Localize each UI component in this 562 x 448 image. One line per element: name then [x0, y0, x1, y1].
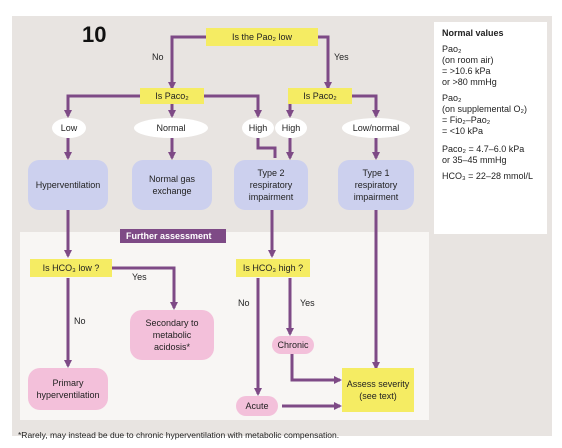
box-primary-hyperventilation: Primary hyperventilation	[28, 368, 108, 410]
edge-high-type2-a	[256, 138, 277, 158]
box-hyperventilation: Hyperventilation	[28, 160, 108, 210]
label-no-hco3-low: No	[74, 316, 86, 326]
legend-line-2: (on room air)	[442, 55, 494, 65]
further-assessment-label: Further assessment	[120, 229, 226, 243]
question-hco3-low: Is HCO₃ low ?	[30, 259, 112, 277]
edge-start-yes	[315, 35, 332, 90]
outcome-low-normal: Low/normal	[342, 118, 410, 138]
edge-right-lownormal	[348, 94, 380, 118]
label-yes-hco3-low: Yes	[132, 272, 147, 282]
label-yes-hco3-high: Yes	[300, 298, 315, 308]
legend-line-8: = <10 kPa	[442, 126, 484, 136]
question-paco2-right: Is Paco₂	[288, 88, 352, 104]
question-paco2-left: Is Paco₂	[140, 88, 204, 104]
question-hco3-high: Is HCO₃ high ?	[236, 259, 310, 277]
legend-line-7: = Fio₂–Pao₂	[442, 115, 491, 125]
outcome-high-right: High	[275, 118, 307, 138]
legend-line-10: or 35–45 mmHg	[442, 155, 507, 165]
box-normal-gas-exchange: Normal gas exchange	[132, 160, 212, 210]
footnote: *Rarely, may instead be due to chronic h…	[18, 430, 340, 440]
legend-line-9: Paco₂ = 4.7–6.0 kPa	[442, 144, 525, 154]
legend-line-1: Pao₂	[442, 44, 462, 54]
edge-chronic-assess	[290, 354, 342, 384]
box-secondary-metabolic-acidosis: Secondary to metabolic acidosis*	[130, 310, 214, 360]
question-pao2-low: Is the Pao₂ low	[206, 28, 318, 46]
legend-line-11: HCO₃ = 22–28 mmol/L	[442, 171, 533, 181]
outcome-normal: Normal	[134, 118, 208, 138]
edge-left-low	[64, 94, 142, 118]
legend-line-4: or >80 mmHg	[442, 77, 497, 87]
normal-values-legend	[434, 22, 547, 234]
box-acute: Acute	[236, 396, 278, 416]
box-type1-respiratory-impairment: Type 1 respiratory impairment	[338, 160, 414, 210]
label-no-hco3-high: No	[238, 298, 250, 308]
legend-line-3: = >10.6 kPa	[442, 66, 491, 76]
outcome-high-left: High	[242, 118, 274, 138]
label-yes-top: Yes	[334, 52, 349, 62]
edge-hco3low-yes	[112, 266, 178, 310]
legend-line-6: (on supplemental O₂)	[442, 104, 528, 114]
figure-number: 10	[82, 22, 107, 47]
box-assess-severity: Assess severity (see text)	[342, 368, 414, 412]
box-type2-respiratory-impairment: Type 2 respiratory impairment	[234, 160, 308, 210]
label-no-top: No	[152, 52, 164, 62]
edge-left-high	[204, 94, 262, 118]
box-chronic: Chronic	[272, 336, 314, 354]
edge-start-no	[168, 35, 208, 90]
outcome-low: Low	[52, 118, 86, 138]
legend-line-5: Pao₂	[442, 93, 462, 103]
legend-title: Normal values	[442, 28, 504, 38]
